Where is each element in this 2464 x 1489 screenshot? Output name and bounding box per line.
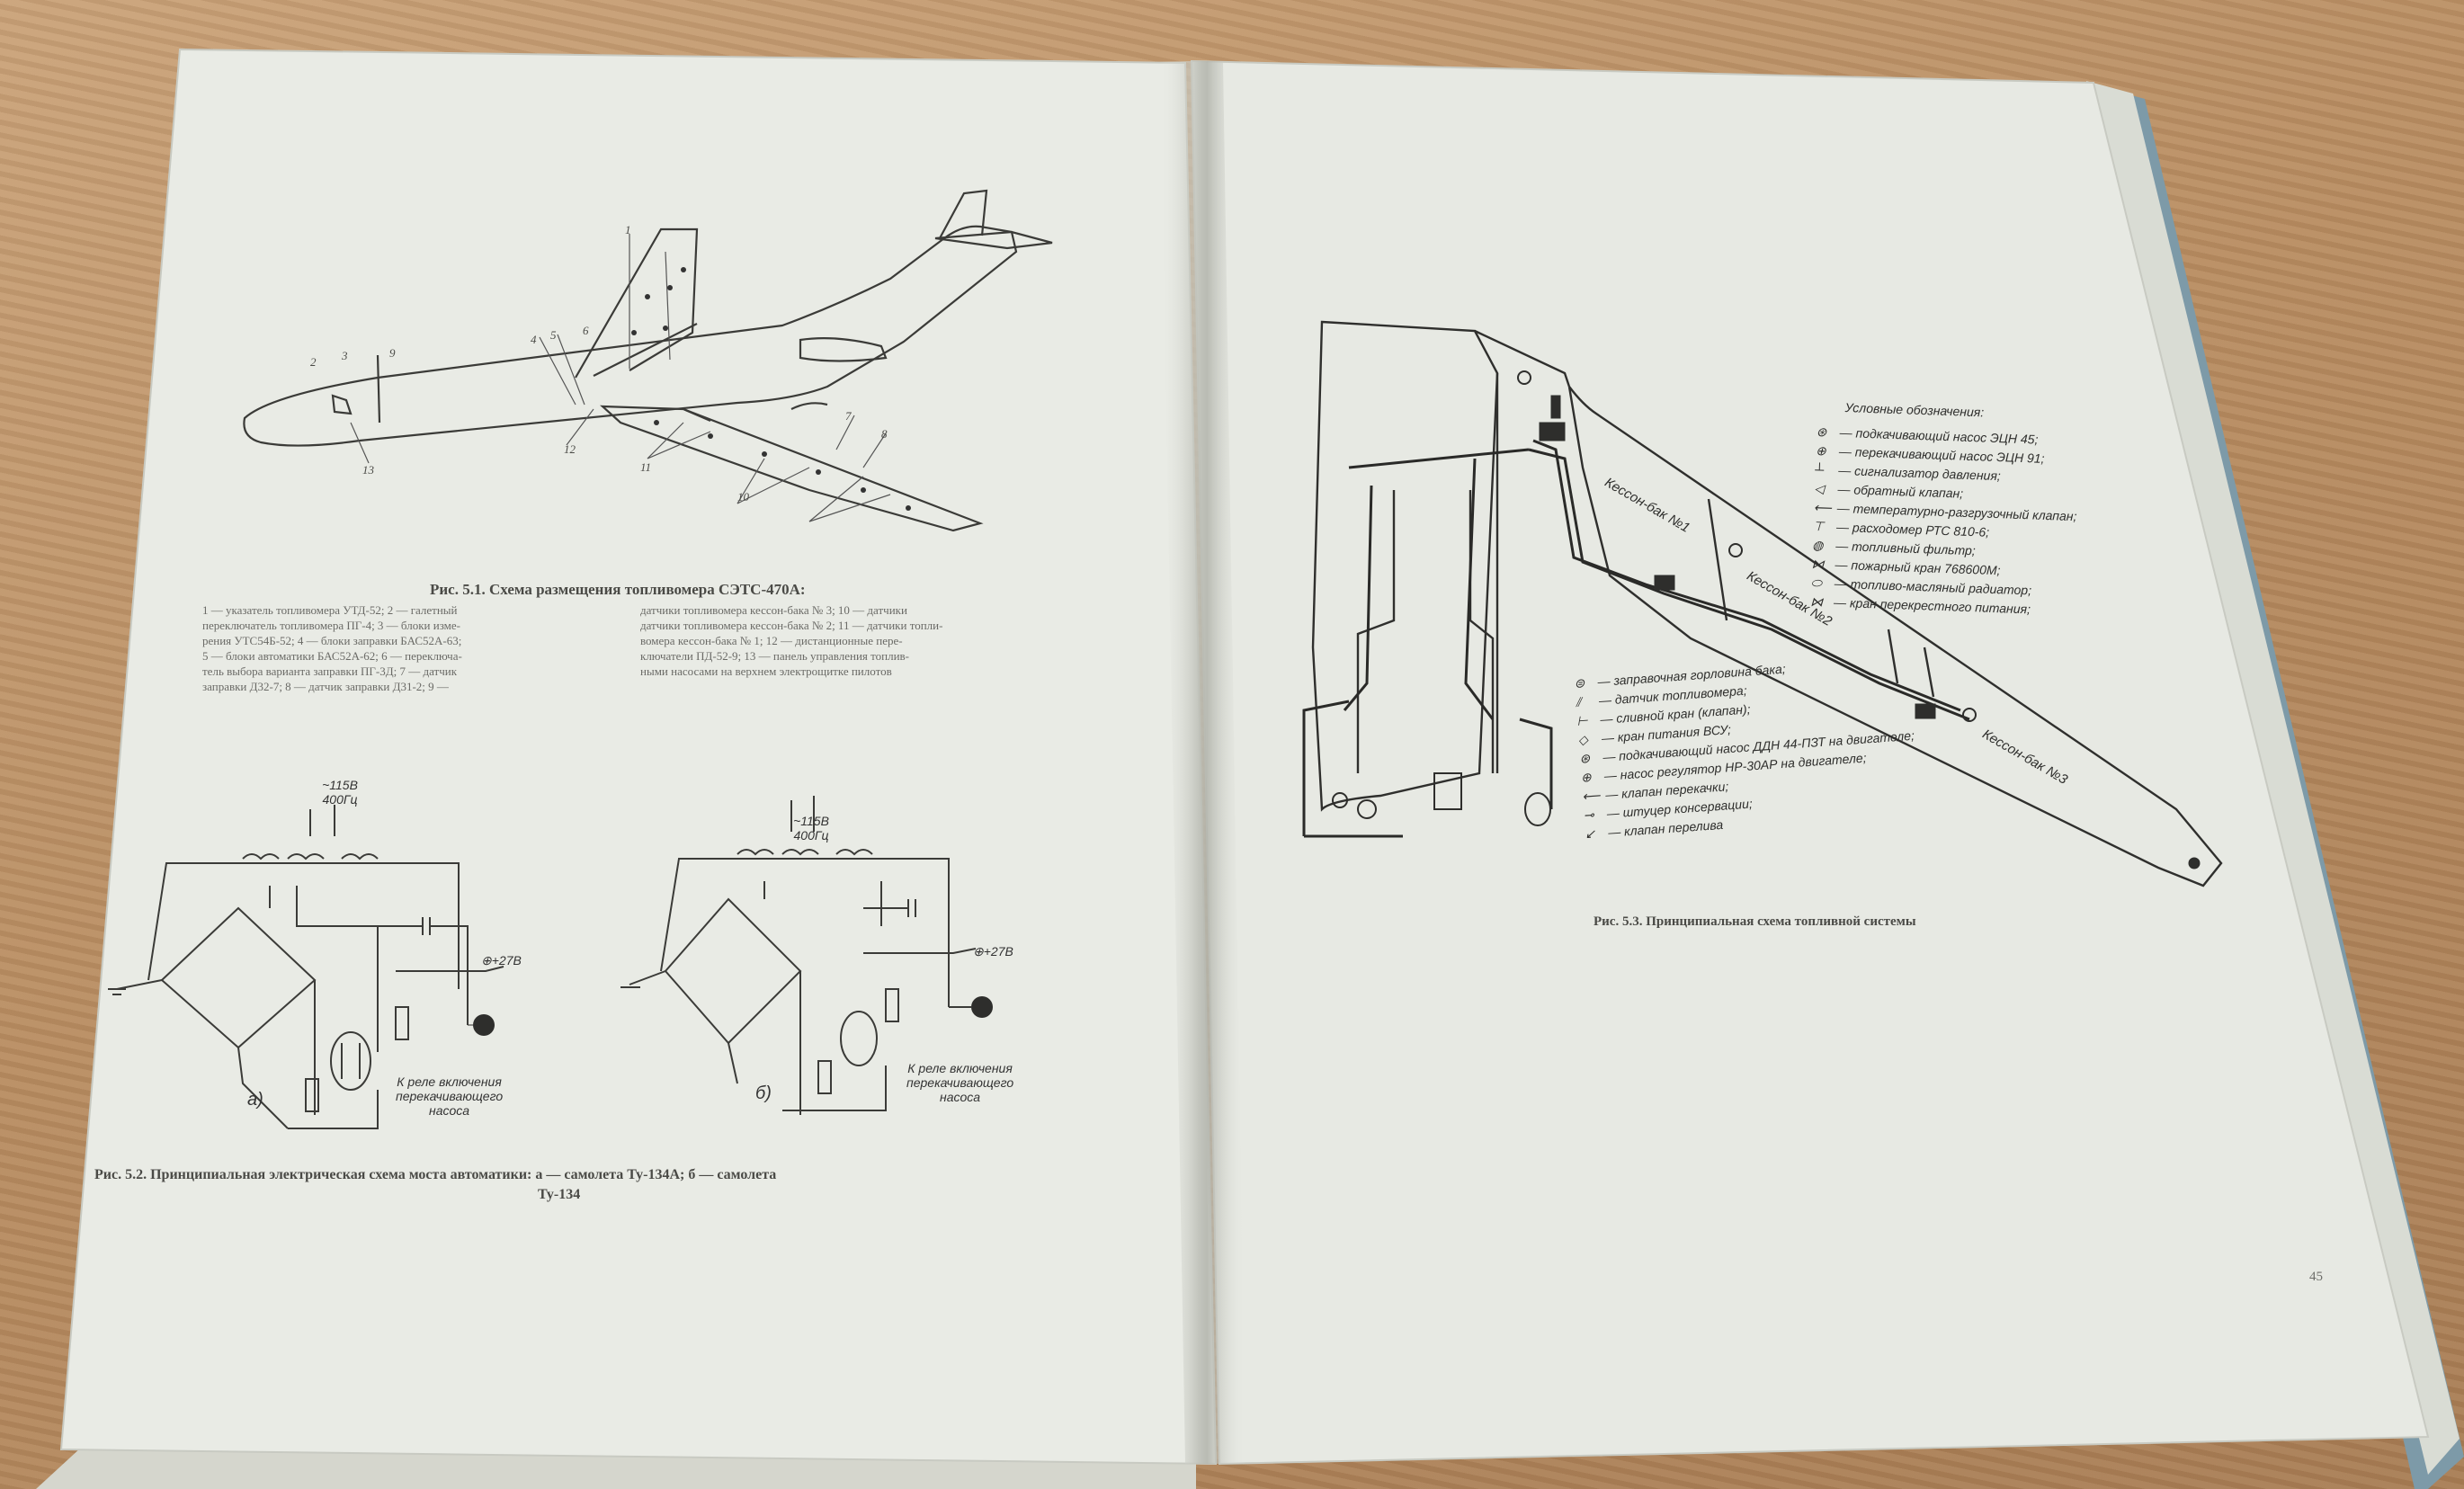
list-symbol-icon: ⊢ [1576,713,1589,728]
callout-number: 3 [342,349,348,362]
desc-line: тель выбора варианта заправки ПГ-3Д; 7 —… [202,664,458,678]
legend-symbol-icon: ⊛ [1816,424,1827,440]
list-symbol-icon: ◇ [1577,732,1589,747]
desc-line: датчики топливомера кессон-бака № 2; 11 … [640,619,943,632]
circuit-a-letter: а) [247,1090,263,1110]
legend-symbol-icon: ⊤ [1812,518,1825,534]
callout-number: 9 [389,346,396,360]
callout-number: 6 [583,324,589,337]
fig-5-1-legend-left: 1 — указатель топливомера УТД-52; 2 — га… [202,602,462,694]
callout-number: 2 [310,355,317,369]
airplane-callout-lines [350,234,891,522]
callout-number: 8 [881,427,888,441]
note-line: перекачивающего [906,1075,1014,1090]
note-line: насоса [429,1103,470,1118]
note-line: перекачивающего [396,1089,504,1103]
fig-5-2-caption-line1: Рис. 5.2. Принципиальная электрическая с… [94,1167,777,1182]
callout-number: 4 [531,333,537,346]
callout-number: 5 [550,328,557,342]
fuel-symbols-list: ⊜— заправочная горловина бака; ⫽— датчик… [1574,653,1921,846]
desc-line: ными насосами на верхнем электрощитке пи… [640,664,892,678]
legend-symbol-icon: ⬭ [1810,575,1823,591]
fuel-lines [1302,439,1970,838]
fig-5-2-caption-line2: Ту-134 [538,1187,581,1202]
desc-line: вомера кессон-бака № 1; 12 — дистанционн… [640,634,903,647]
circuit-b-plus: ⊕+27В [973,944,1013,958]
circuit-a-supply: ~115В 400Гц [322,778,358,807]
airplane-drawing [243,189,1053,532]
list-symbol-icon: ⊛ [1578,750,1591,766]
gutter-shadow [1160,61,1245,1464]
desc-line: ключатели ПД-52-9; 13 — панель управлени… [640,649,910,663]
circuit-b-lamp [971,996,993,1018]
circuit-b-note: К реле включения перекачивающего насоса [906,1061,1013,1104]
list-symbol-icon: ⫽ [1575,694,1582,709]
list-symbol-icon: ↙ [1584,825,1596,842]
callout-number: 7 [845,409,852,423]
circuit-a-lamp [468,1014,495,1036]
fig-5-1-legend-right: датчики топливомера кессон-бака № 3; 10 … [640,602,942,679]
legend-list: ⊛— подкачивающий насос ЭЦН 45; ⊕— перека… [1810,424,2080,622]
legend-symbol-icon: ⋈ [1811,556,1825,572]
circuit-a-note: К реле включения перекачивающего насоса [396,1074,503,1118]
legend-symbol-icon: ⟵ [1813,499,1833,515]
circuit-b [620,796,977,1115]
callout-number: 12 [564,442,576,456]
callout-number: 1 [625,223,631,236]
left-page [59,48,1218,1466]
fuel-components [1332,370,2201,869]
legend-symbol-icon: ◍ [1812,537,1824,553]
page-number: 45 [2309,1270,2323,1284]
callout-number: 11 [640,460,652,474]
list-symbol-icon: ⊜ [1574,675,1585,691]
list-symbol-icon: ⊸ [1583,807,1595,823]
legend-symbol-icon: ┴ [1814,461,1825,477]
desc-line: 1 — указатель топливомера УТД-52; 2 — га… [202,603,458,617]
callout-number: 13 [362,463,374,477]
desc-line: переключатель топливомера ПГ-4; 3 — блок… [202,619,460,632]
note-line: К реле включения [397,1074,502,1089]
legend-symbol-icon: ⊕ [1815,442,1826,459]
callout-number: 10 [737,490,749,504]
desc-line: заправки Д32-7; 8 — датчик заправки Д31-… [202,680,449,693]
fig-5-3-caption: Рис. 5.3. Принципиальная схема топливной… [1594,914,1916,929]
desc-line: датчики топливомера кессон-бака № 3; 10 … [640,603,907,617]
circuit-a-plus: ⊕+27В [481,953,522,967]
desc-line: рения УТС54Б-52; 4 — блоки заправки БАС5… [202,634,462,647]
circuit-a [108,805,504,1129]
circuit-b-supply: ~115В 400Гц [793,814,829,843]
note-line: насоса [940,1090,981,1104]
legend-symbol-icon: ◁ [1814,480,1825,496]
list-symbol-icon: ⊕ [1580,769,1593,785]
note-line: К реле включения [907,1061,1013,1075]
airplane-dots [631,267,911,511]
fig-5-1-caption: Рис. 5.1. Схема размещения топливомера С… [430,581,806,598]
circuit-b-letter: б) [755,1083,772,1103]
list-symbol-icon: ⟵ [1581,788,1601,804]
desc-line: 5 — блоки автоматики БАС52А-62; 6 — пере… [202,649,462,663]
